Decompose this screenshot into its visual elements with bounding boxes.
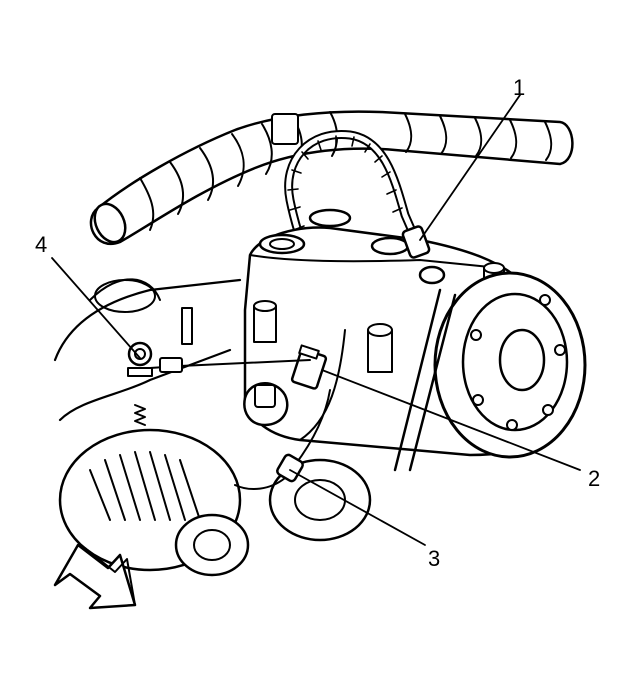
ac-compressor xyxy=(243,208,587,472)
leader-line-2 xyxy=(321,369,581,471)
callout-2: 2 xyxy=(588,466,600,491)
leader-lines xyxy=(51,94,581,546)
callout-4: 4 xyxy=(35,232,47,257)
front-direction-arrow-icon xyxy=(53,543,137,610)
leader-line-1 xyxy=(419,94,521,241)
leader-line-3 xyxy=(289,469,426,546)
harness-connector-2 xyxy=(243,344,328,427)
callout-1: 1 xyxy=(513,75,525,100)
pressure-sensor-connector-1 xyxy=(401,225,431,259)
callout-3: 3 xyxy=(428,546,440,571)
engine-block-left xyxy=(53,278,372,577)
leader-line-4 xyxy=(51,257,141,359)
